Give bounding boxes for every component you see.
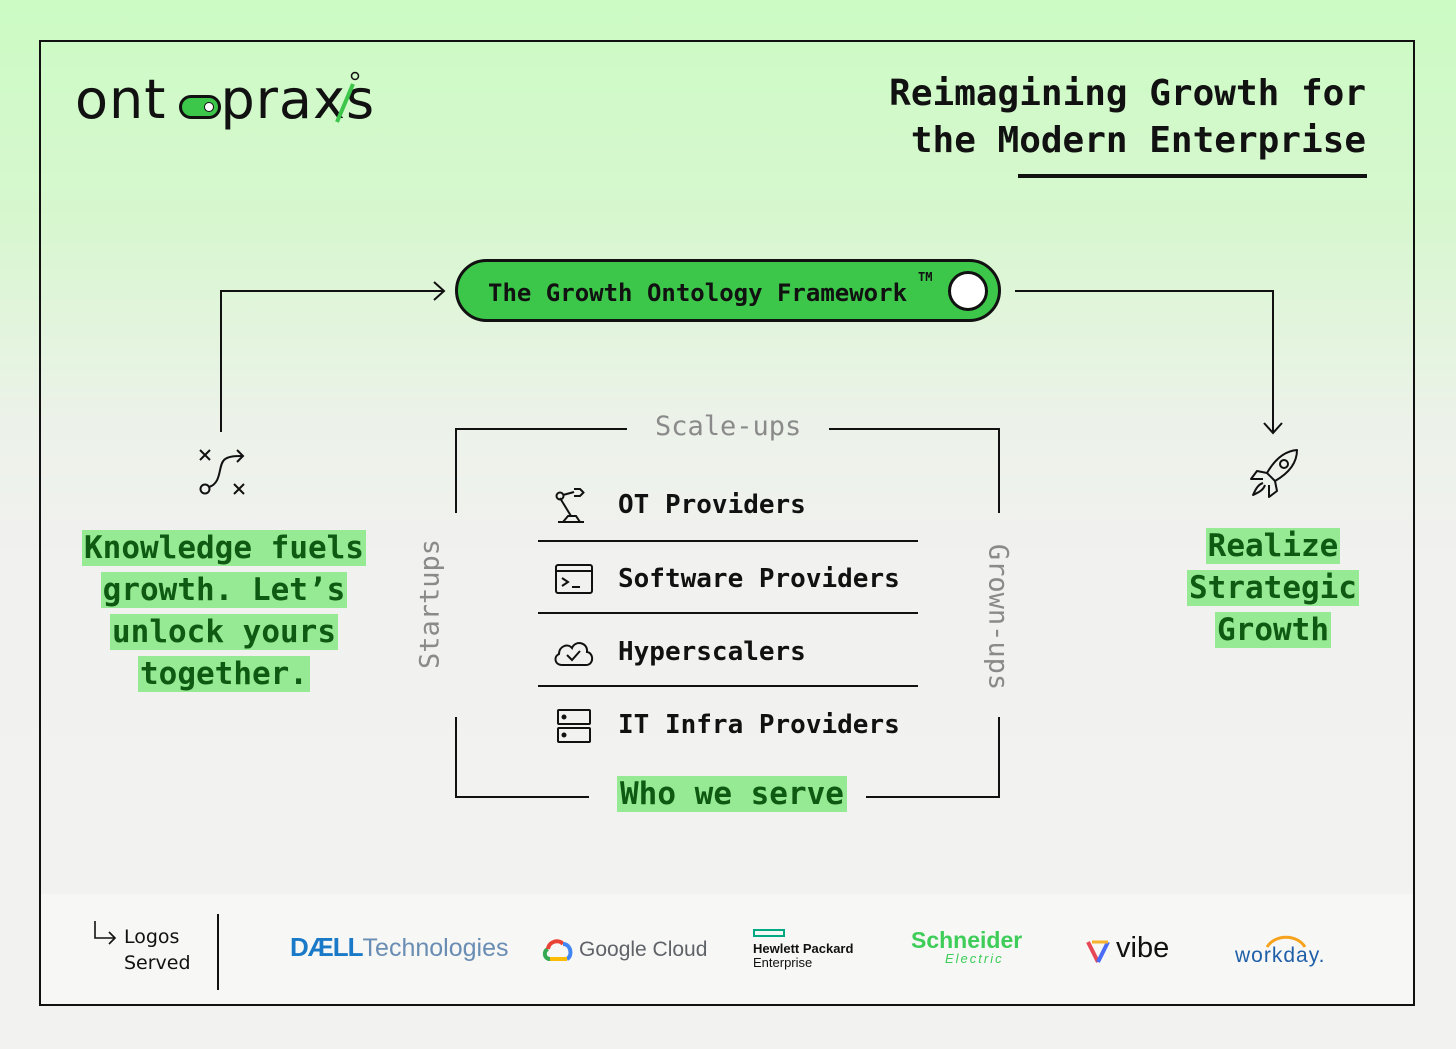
provider-software: Software Providers [550, 560, 930, 600]
corner-arrow-icon [94, 921, 117, 945]
who-we-serve-label: Who we serve [617, 776, 847, 812]
segment-grownups: Grown-ups [982, 543, 1014, 691]
google-cloud-wordmark: Google Cloud [579, 938, 708, 961]
vibe-v-icon [1086, 940, 1110, 963]
workday-wordmark: workday. [1235, 944, 1326, 967]
provider-it-infra: IT Infra Providers [550, 706, 930, 746]
dell-technologies-logo: DÆLLTechnologies [290, 932, 508, 963]
schneider-electric-logo: Schneider Electric [911, 928, 1022, 966]
page-title: Reimagining Growth for the Modern Enterp… [889, 70, 1366, 164]
toggle-pill-icon [179, 95, 221, 119]
server-icon [557, 709, 591, 743]
logos-heading-line-1: Logos [124, 926, 180, 948]
provider-label: OT Providers [618, 490, 806, 520]
divider [538, 612, 918, 614]
workday-arc-icon [1265, 935, 1307, 948]
hpe-rectangle-icon [753, 929, 785, 937]
provider-label: Software Providers [618, 564, 900, 594]
box-top-right [829, 428, 1000, 513]
segment-startups: Startups [414, 538, 446, 670]
connector-framework-to-right [1015, 290, 1274, 432]
title-line-1: Reimagining Growth for [889, 73, 1366, 114]
strategic-growth-statement: Realize Strategic Growth [1158, 525, 1388, 651]
knowledge-statement: Knowledge fuels growth. Let’s unlock you… [74, 527, 374, 695]
arrowhead-right [433, 281, 446, 301]
provider-label: Hyperscalers [618, 637, 806, 667]
knowledge-statement-text: Knowledge fuels growth. Let’s unlock you… [82, 530, 366, 692]
robot-arm-icon [555, 488, 585, 523]
logos-served-heading: Logos Served [124, 924, 191, 976]
connector-left-to-framework [220, 290, 444, 432]
logos-heading-line-2: Served [124, 952, 191, 974]
rocket-icon [1250, 449, 1298, 498]
box-bottom-right [866, 717, 1000, 798]
trademark-mark: TM [918, 270, 933, 284]
title-line-2: the Modern Enterprise [910, 120, 1366, 161]
logos-footer: Logos Served DÆLLTechnologies Google Clo… [41, 894, 1413, 1004]
terminal-icon [555, 564, 593, 594]
provider-hyperscalers: Hyperscalers [550, 633, 930, 673]
box-top-left [455, 428, 627, 513]
schneider-line-1: Schneider [911, 927, 1023, 953]
segment-scaleups: Scale-ups [655, 411, 802, 442]
provider-label: IT Infra Providers [618, 710, 900, 740]
arrowhead-down [1263, 422, 1283, 435]
divider [538, 540, 918, 542]
schneider-line-2: Electric [945, 951, 1004, 966]
provider-ot: OT Providers [550, 486, 930, 526]
title-underline [1018, 174, 1367, 178]
framework-label: The Growth Ontology Framework [488, 279, 908, 307]
slide-frame [39, 40, 1415, 1006]
hpe-line-2: Enterprise [753, 955, 813, 970]
hpe-line-1: Hewlett Packard [753, 941, 854, 956]
toggle-knob-icon [948, 271, 988, 311]
cloud-check-icon [554, 642, 594, 666]
hpe-logo: Hewlett Packard Enterprise [753, 942, 853, 970]
dell-technologies-wordmark: Technologies [362, 934, 509, 962]
strategic-growth-text: Realize Strategic Growth [1187, 528, 1359, 648]
vibe-wordmark: vibe [1116, 932, 1170, 964]
google-cloud-icon [542, 939, 573, 961]
logo-x-accent-icon [335, 71, 360, 123]
dell-wordmark: DÆLL [290, 932, 364, 962]
box-bottom-left [455, 717, 589, 798]
framework-pill: The Growth Ontology Framework TM [455, 259, 1001, 322]
logo-text-left: ont [75, 68, 167, 131]
footer-divider [217, 914, 219, 990]
path-route-icon [199, 449, 245, 495]
divider [538, 685, 918, 687]
